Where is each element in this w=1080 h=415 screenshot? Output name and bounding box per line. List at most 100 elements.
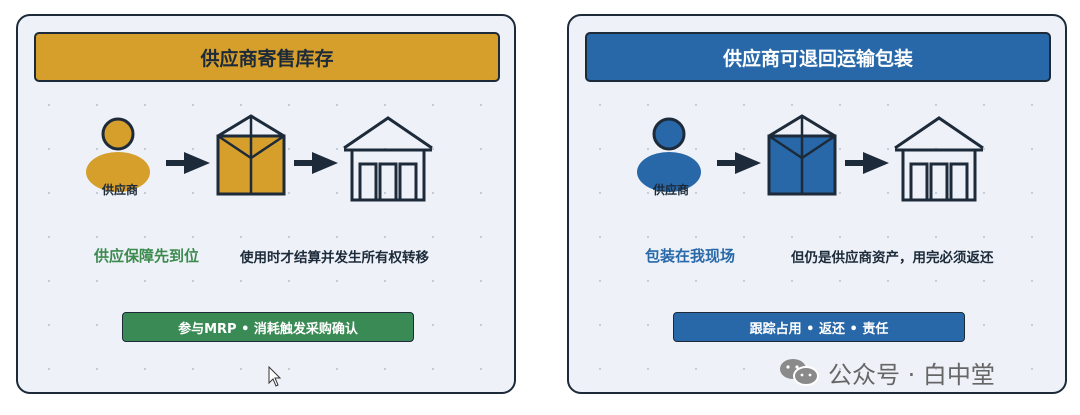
grid-dot xyxy=(480,192,482,194)
grid-dot xyxy=(839,368,841,370)
grid-dot xyxy=(599,368,601,370)
watermark: 公众号 · 白中堂 xyxy=(778,356,995,389)
grid-dot xyxy=(791,104,793,106)
grid-dot xyxy=(887,280,889,282)
grid-dot xyxy=(695,104,697,106)
grid-dot xyxy=(983,324,985,326)
grid-dot xyxy=(144,104,146,106)
grid-dot xyxy=(839,280,841,282)
grid-dot xyxy=(288,368,290,370)
grid-dot xyxy=(887,368,889,370)
returnable-packaging-panel: 供应商可退回运输包装 供应商 包装在我现场 但仍是供应商资产，用完必须返还 跟踪… xyxy=(567,14,1067,394)
grid-dot xyxy=(1031,148,1033,150)
grid-dot xyxy=(48,280,50,282)
grid-dot xyxy=(144,236,146,238)
grid-dot xyxy=(96,368,98,370)
grid-dot xyxy=(336,192,338,194)
feature-text: 供应保障先到位 xyxy=(94,247,200,265)
bottom-bar: 参与MRP • 消耗触发采购确认 xyxy=(122,312,414,342)
grid-dot xyxy=(791,236,793,238)
warehouse-icon xyxy=(343,116,433,202)
grid-dot xyxy=(983,192,985,194)
grid-dot xyxy=(983,236,985,238)
grid-dot xyxy=(288,280,290,282)
grid-dot xyxy=(599,192,601,194)
grid-dot xyxy=(695,192,697,194)
grid-dot xyxy=(480,324,482,326)
grid-dot xyxy=(384,192,386,194)
arrow-right-icon xyxy=(845,152,889,174)
supplier-label: 供应商 xyxy=(652,183,689,197)
arrow-right-icon xyxy=(294,152,338,174)
grid-dot xyxy=(1031,236,1033,238)
grid-dot xyxy=(647,280,649,282)
arrow-right-icon xyxy=(717,152,761,174)
grid-dot xyxy=(935,368,937,370)
grid-dot xyxy=(192,148,194,150)
grid-dot xyxy=(384,104,386,106)
grid-dot xyxy=(336,280,338,282)
grid-dot xyxy=(432,192,434,194)
grid-dot xyxy=(432,236,434,238)
grid-dot xyxy=(288,148,290,150)
grid-dot xyxy=(96,236,98,238)
bottom-bar: 跟踪占用 • 返还 • 责任 xyxy=(673,312,965,342)
grid-dot xyxy=(336,104,338,106)
grid-dot xyxy=(695,148,697,150)
grid-dot xyxy=(48,104,50,106)
grid-dot xyxy=(839,148,841,150)
grid-dot xyxy=(647,324,649,326)
grid-dot xyxy=(695,368,697,370)
grid-dot xyxy=(384,368,386,370)
grid-dot xyxy=(839,192,841,194)
grid-dot xyxy=(695,236,697,238)
wechat-icon xyxy=(780,359,819,386)
grid-dot xyxy=(192,236,194,238)
grid-dot xyxy=(192,192,194,194)
grid-dot xyxy=(96,104,98,106)
grid-dot xyxy=(599,148,601,150)
grid-dot xyxy=(480,236,482,238)
grid-dot xyxy=(240,280,242,282)
grid-dot xyxy=(144,368,146,370)
grid-dot xyxy=(432,368,434,370)
grid-dot xyxy=(1031,368,1033,370)
grid-dot xyxy=(96,192,98,194)
grid-dot xyxy=(1031,280,1033,282)
consignment-panel: 供应商寄售库存 供应商 供应保障先到位 使用时才结算并发生所有权转移 参与MRP… xyxy=(16,14,516,394)
grid-dot xyxy=(791,280,793,282)
grid-dot xyxy=(432,104,434,106)
person-icon xyxy=(86,117,150,192)
grid-dot xyxy=(240,368,242,370)
grid-dot xyxy=(743,104,745,106)
feature-text: 包装在我现场 xyxy=(645,247,736,265)
grid-dot xyxy=(695,280,697,282)
grid-dot xyxy=(647,148,649,150)
grid-dot xyxy=(1031,192,1033,194)
grid-dot xyxy=(432,324,434,326)
grid-dot xyxy=(336,236,338,238)
grid-dot xyxy=(1031,104,1033,106)
grid-dot xyxy=(336,148,338,150)
grid-dot xyxy=(743,368,745,370)
grid-dot xyxy=(480,104,482,106)
grid-dot xyxy=(480,148,482,150)
grid-dot xyxy=(384,236,386,238)
panel-title: 供应商可退回运输包装 xyxy=(585,32,1051,82)
grid-dot xyxy=(432,280,434,282)
grid-dot xyxy=(48,368,50,370)
grid-dot xyxy=(144,192,146,194)
grid-dot xyxy=(96,324,98,326)
grid-dot xyxy=(935,192,937,194)
grid-dot xyxy=(144,280,146,282)
grid-dot xyxy=(240,236,242,238)
panel-title: 供应商寄售库存 xyxy=(34,32,500,82)
box-icon xyxy=(216,114,286,196)
watermark-text: 公众号 · 白中堂 xyxy=(828,360,995,389)
grid-dot xyxy=(48,148,50,150)
grid-dot xyxy=(480,368,482,370)
grid-dot xyxy=(48,236,50,238)
description-text: 但仍是供应商资产，用完必须返还 xyxy=(791,250,994,266)
grid-dot xyxy=(599,324,601,326)
grid-dot xyxy=(432,148,434,150)
